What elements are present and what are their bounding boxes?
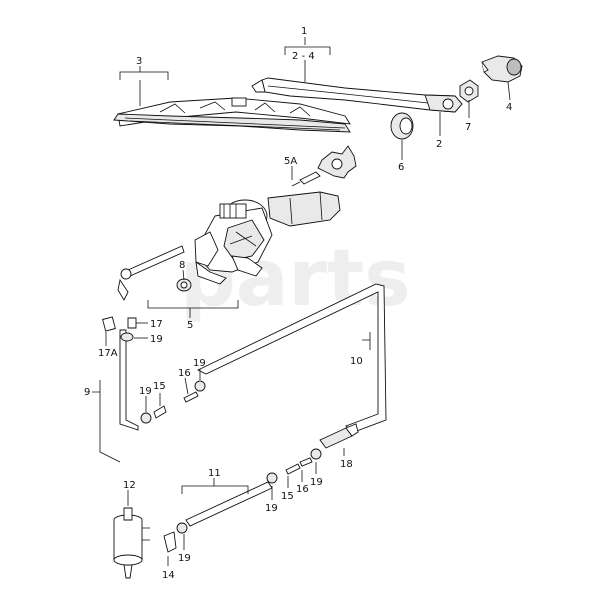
label-1: 1 bbox=[301, 26, 307, 37]
label-3: 3 bbox=[136, 56, 142, 67]
leader-lines bbox=[92, 37, 511, 566]
label-12: 12 bbox=[123, 480, 136, 491]
lower-connector bbox=[163, 522, 188, 553]
label-19-f: 19 bbox=[178, 553, 191, 564]
label-7: 7 bbox=[465, 122, 471, 133]
label-5a: 5A bbox=[284, 156, 297, 167]
upper-connectors bbox=[140, 380, 206, 424]
label-19-b: 19 bbox=[139, 386, 152, 397]
hex-nut bbox=[459, 79, 479, 103]
label-11: 11 bbox=[208, 468, 221, 479]
callout-labels: 1 2 - 4 3 4 7 2 6 5A 8 5 17 17A 19 10 9 … bbox=[84, 26, 512, 581]
label-19-c: 19 bbox=[193, 358, 206, 369]
label-6: 6 bbox=[398, 162, 404, 173]
label-15-b: 15 bbox=[281, 491, 294, 502]
label-17a: 17A bbox=[98, 348, 118, 359]
label-16-a: 16 bbox=[178, 368, 191, 379]
label-14: 14 bbox=[162, 570, 175, 581]
label-19-d: 19 bbox=[310, 477, 323, 488]
label-19-a: 19 bbox=[150, 334, 163, 345]
label-17: 17 bbox=[150, 319, 163, 330]
label-2: 2 bbox=[436, 139, 442, 150]
wiper-motor bbox=[194, 191, 341, 285]
label-19-e: 19 bbox=[265, 503, 278, 514]
stud-5a bbox=[291, 171, 321, 187]
washer-pump bbox=[113, 507, 150, 579]
label-10: 10 bbox=[350, 356, 363, 367]
label-9: 9 bbox=[84, 387, 90, 398]
connector-18 bbox=[319, 423, 359, 449]
arm-cap bbox=[481, 55, 523, 83]
wiper-arm bbox=[251, 77, 463, 113]
wiper-blade bbox=[113, 97, 351, 133]
label-5: 5 bbox=[187, 320, 193, 331]
star-washer bbox=[317, 145, 357, 179]
link-rod bbox=[117, 245, 185, 301]
grommet bbox=[390, 112, 414, 140]
label-4: 4 bbox=[506, 102, 512, 113]
label-2-4: 2 - 4 bbox=[292, 51, 315, 62]
hose-9 bbox=[102, 316, 139, 431]
label-15-a: 15 bbox=[153, 381, 166, 392]
label-8: 8 bbox=[179, 260, 185, 271]
clip-8 bbox=[176, 278, 192, 292]
label-18: 18 bbox=[340, 459, 353, 470]
label-16-b: 16 bbox=[296, 484, 309, 495]
